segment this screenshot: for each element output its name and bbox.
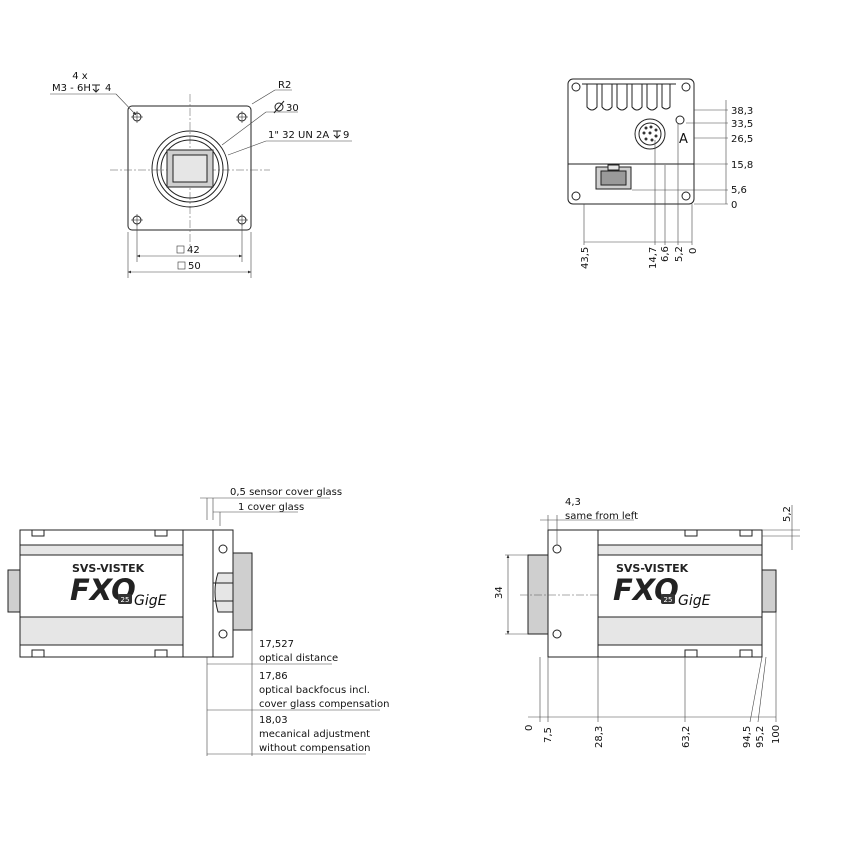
screw-icon <box>675 115 685 125</box>
screw-icon <box>571 191 581 201</box>
brand-logo: SVS-VISTEK <box>72 562 145 575</box>
right-top-value: 5,2 <box>782 506 793 522</box>
holes-depth: 4 <box>105 83 111 94</box>
depth-icon <box>92 84 100 93</box>
mounting-hole <box>131 111 143 123</box>
connector-label: A <box>679 132 688 147</box>
top-value: 4,3 <box>565 497 581 508</box>
side-dim-bottom: 28,3 <box>594 726 605 748</box>
backfocus-label: cover glass compensation <box>259 699 390 710</box>
height-value: 34 <box>494 586 505 599</box>
optical-distance-label: optical distance <box>259 653 338 664</box>
cooling-fins <box>582 83 676 111</box>
mech-adjust-value: 18,03 <box>259 715 288 726</box>
badge-icon <box>661 594 675 604</box>
inner-square-value: 42 <box>187 245 200 256</box>
corner-radius: R2 <box>278 80 291 91</box>
rear-view: A 38,3 33,5 26,5 15,8 5,6 0 43,5 14,7 6,… <box>567 78 753 269</box>
rear-dim-bottom: 6,6 <box>660 246 671 262</box>
side-dim-bottom: 63,2 <box>681 726 692 748</box>
badge-text: 25 <box>121 596 130 604</box>
front-view: 4 x M3 - 6H 4 R2 30 1" 32 UN 2A 9 42 50 <box>50 71 352 278</box>
optical-distance-value: 17,527 <box>259 639 294 650</box>
badge-text: 25 <box>664 596 673 604</box>
rear-dim-bottom: 5,2 <box>674 246 685 262</box>
side-dim-bottom: 0 <box>524 725 535 731</box>
mech-adjust-label: without compensation <box>259 743 370 754</box>
screw-icon <box>571 82 581 92</box>
mount-depth: 9 <box>343 130 349 141</box>
note-cover-glass: 1 cover glass <box>238 502 304 513</box>
outer-square-value: 50 <box>188 261 201 272</box>
suffix-logo: GigE <box>134 593 167 609</box>
side-dim-bottom: 94,5 <box>742 726 753 748</box>
holes-thread: M3 - 6H <box>52 83 91 94</box>
mounting-hole <box>236 111 248 123</box>
diameter-icon <box>273 100 285 114</box>
top-note: same from left <box>565 511 638 522</box>
badge-icon <box>118 594 132 604</box>
screw-icon <box>552 629 562 639</box>
rear-dim-right: 38,3 <box>731 106 753 117</box>
round-connector-icon <box>634 118 666 150</box>
brand-logo: SVS-VISTEK <box>616 562 689 575</box>
side-dim-bottom: 95,2 <box>755 726 766 748</box>
mech-adjust-label: mecanical adjustment <box>259 729 370 740</box>
side-dim-bottom: 7,5 <box>543 727 554 743</box>
diameter-value: 30 <box>286 103 299 114</box>
screw-icon <box>218 629 228 639</box>
rear-dim-right: 0 <box>731 200 737 211</box>
rear-dim-right: 15,8 <box>731 160 753 171</box>
backfocus-value: 17,86 <box>259 671 288 682</box>
rear-dim-right: 26,5 <box>731 134 753 145</box>
depth-icon <box>333 130 341 139</box>
side-view-right: SVS-VISTEK FXO 25 GigE 4,3 same from lef… <box>494 497 800 748</box>
mount-thread: 1" 32 UN 2A <box>268 130 329 141</box>
note-sensor-glass: 0,5 sensor cover glass <box>230 487 342 498</box>
rear-dim-bottom: 14,7 <box>648 247 659 269</box>
side-dim-bottom: 100 <box>771 725 782 744</box>
holes-qty: 4 x <box>72 71 88 82</box>
rear-dim-right: 5,6 <box>731 185 747 196</box>
screw-icon <box>681 82 691 92</box>
rear-dim-bottom: 43,5 <box>580 247 591 269</box>
rear-dim-right: 33,5 <box>731 119 753 130</box>
side-view-left: SVS-VISTEK FXO 25 GigE 0,5 sensor cover … <box>7 487 390 756</box>
screw-icon <box>218 544 228 554</box>
rear-dim-bottom: 0 <box>688 248 699 254</box>
screw-icon <box>681 191 691 201</box>
ethernet-port-icon <box>595 164 632 190</box>
suffix-logo: GigE <box>678 593 711 609</box>
backfocus-label: optical backfocus incl. <box>259 685 370 696</box>
